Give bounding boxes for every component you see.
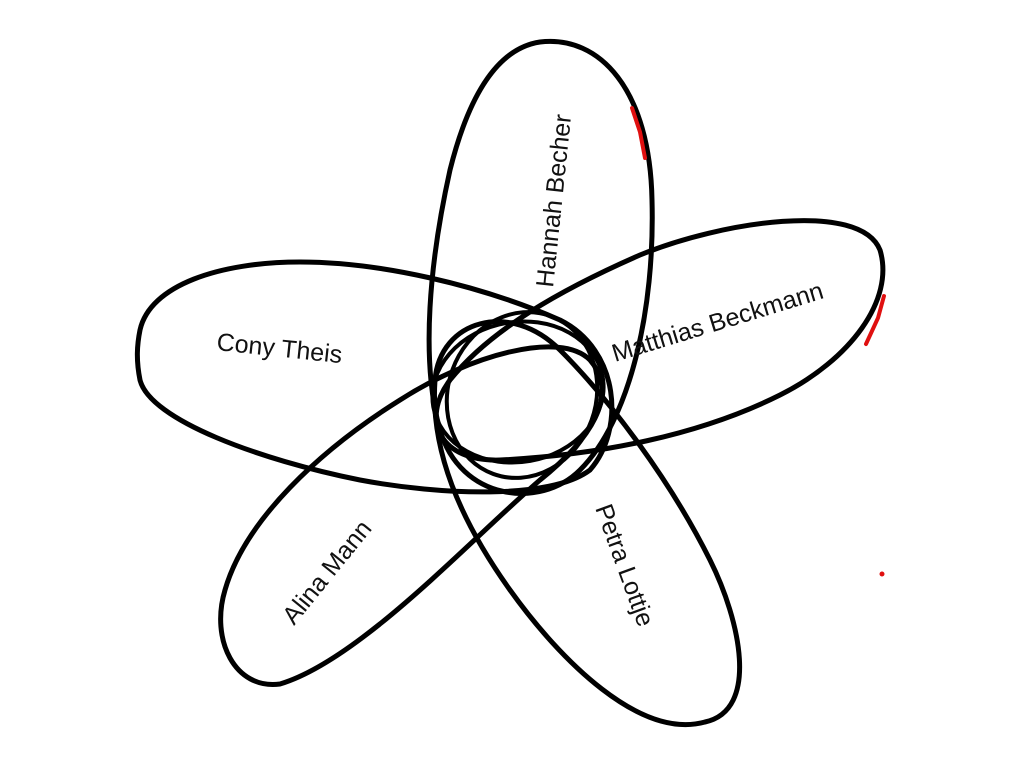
label-cony-theis: Cony Theis <box>215 328 343 369</box>
petal-hannah-becher <box>426 38 655 496</box>
red-dot <box>879 571 885 577</box>
center-overlap-loops <box>430 310 606 480</box>
petal-alina-mann <box>218 344 605 687</box>
label-petra-lottje: Petra Lottje <box>589 500 659 630</box>
red-mark-right <box>864 294 886 346</box>
red-accent-marks <box>630 106 886 577</box>
center-loop-1 <box>430 319 606 465</box>
petal-petra-lottje <box>431 319 743 727</box>
label-alina-mann: Alina Mann <box>277 515 377 630</box>
petal-outlines <box>134 38 886 727</box>
petal-cony-theis <box>134 259 615 495</box>
petal-labels: Hannah Becher Matthias Beckmann Petra Lo… <box>215 113 826 630</box>
petal-matthias-beckmann <box>433 218 886 463</box>
red-mark-top <box>630 106 647 160</box>
label-hannah-becher: Hannah Becher <box>531 113 577 289</box>
center-loop-2 <box>444 310 600 480</box>
